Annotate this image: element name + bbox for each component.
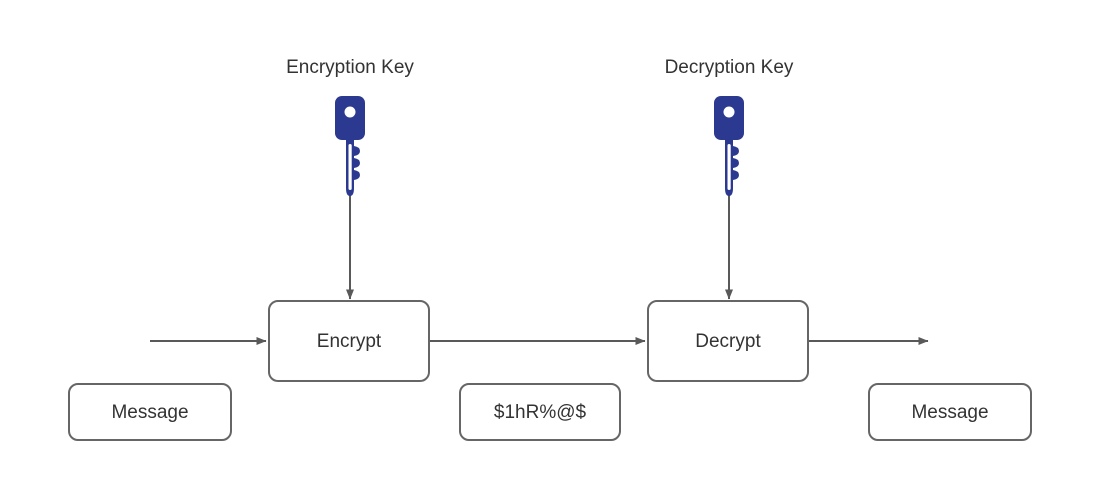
ciphertext-label: $1hR%@$ <box>493 401 587 423</box>
plaintext-message-output-label: Message <box>911 401 989 423</box>
encrypt-label: Encrypt <box>316 330 382 352</box>
decryption-key-caption: Decryption Key <box>664 57 794 78</box>
ciphertext-box[interactable]: $1hR%@$ <box>459 383 621 441</box>
key-icon <box>335 96 365 196</box>
decrypt-label: Decrypt <box>695 330 761 352</box>
plaintext-message-output-box[interactable]: Message <box>868 383 1032 441</box>
decrypt-process-box[interactable]: Decrypt <box>647 300 809 382</box>
encryption-key-caption: Encryption Key <box>286 57 414 78</box>
encrypt-process-box[interactable]: Encrypt <box>268 300 430 382</box>
plaintext-message-input-label: Message <box>111 401 189 423</box>
key-icon <box>714 96 744 196</box>
plaintext-message-input-box[interactable]: Message <box>68 383 232 441</box>
